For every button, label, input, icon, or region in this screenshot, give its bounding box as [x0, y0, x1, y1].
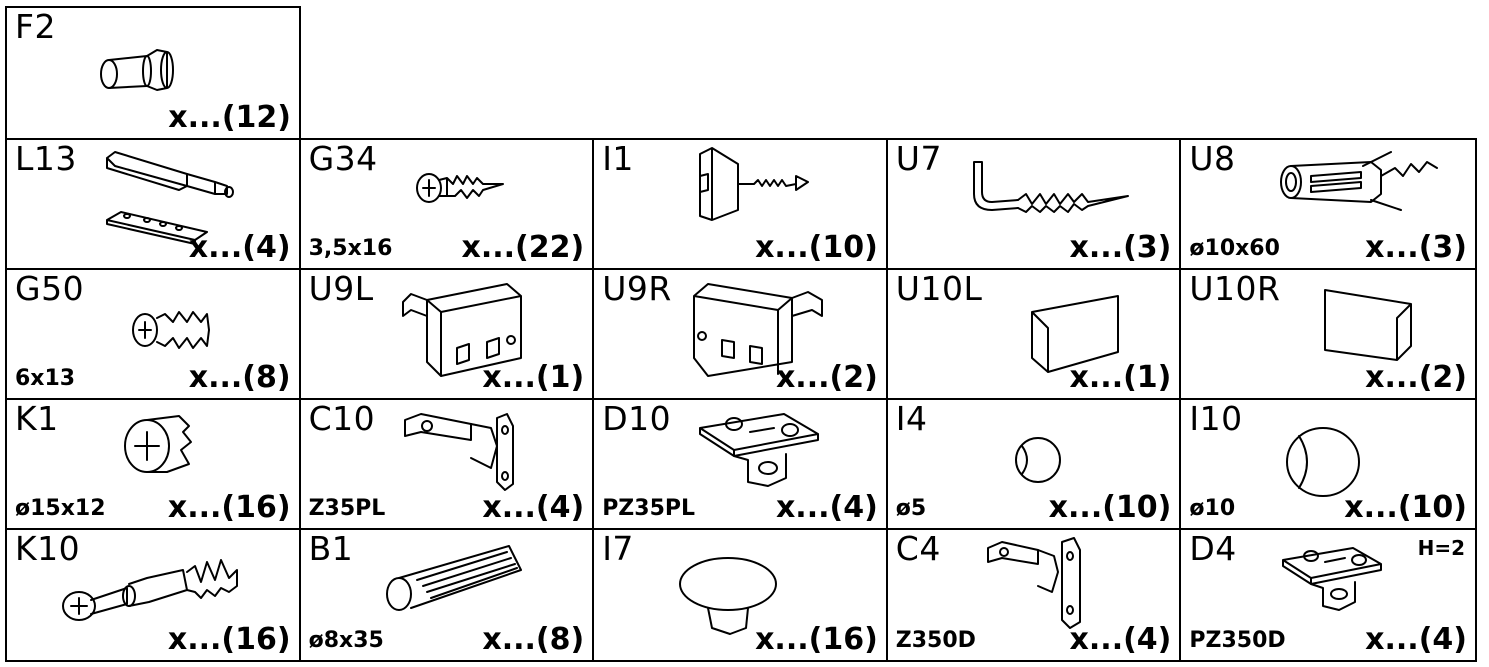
part-cell-i4: I4 ø5 x...(10) [887, 400, 1182, 530]
part-code: I7 [602, 530, 634, 568]
part-spec: 6x13 [15, 366, 76, 391]
part-code: D4 [1189, 530, 1237, 568]
part-code: U9L [308, 270, 374, 308]
part-quantity: x...(8) [482, 622, 585, 657]
part-code: G50 [15, 270, 85, 308]
part-code: I1 [602, 140, 634, 178]
part-cell-i10: I10 ø10 x...(10) [1181, 400, 1475, 530]
cam-bolt-icon [57, 548, 257, 628]
wood-dowel-icon [381, 538, 541, 618]
part-cell-u10l: U10L x...(1) [887, 270, 1182, 400]
connector-bolt-icon [97, 148, 247, 258]
cover-right-icon [1321, 286, 1421, 376]
part-code: C4 [895, 530, 941, 568]
part-cell-i1: I1 x...(10) [594, 140, 888, 270]
part-cell-c10: C10 Z35PL x...(4) [300, 400, 595, 530]
part-code: U9R [602, 270, 672, 308]
hinge-icon [401, 406, 551, 496]
part-cell-d4: D4 H=2 PZ350D x...(4) [1181, 530, 1475, 660]
part-cell-i7: I7 x...(16) [594, 530, 888, 660]
part-spec: PZ35PL [602, 496, 696, 521]
shelf-pin-icon [95, 46, 185, 96]
wall-plug-icon [1271, 146, 1451, 216]
part-quantity: x...(22) [461, 230, 585, 265]
hanger-right-icon [688, 276, 838, 386]
part-code: D10 [602, 400, 672, 438]
wood-screw-icon [411, 158, 511, 208]
part-quantity: x...(12) [168, 100, 291, 135]
part-cell-u10r: U10R x...(2) [1181, 270, 1475, 400]
part-spec: 3,5x16 [308, 236, 393, 261]
part-quantity: x...(4) [1365, 622, 1467, 657]
part-quantity: x...(4) [775, 490, 878, 525]
cover-left-icon [1028, 292, 1128, 382]
part-cell-k10: K10 x...(16) [7, 530, 301, 660]
part-code: L13 [15, 140, 77, 178]
part-quantity: x...(4) [188, 230, 291, 265]
part-code: K1 [15, 400, 59, 438]
large-cap-icon [1277, 422, 1367, 502]
part-cell-u8: U8 ø10x60 x...(3) [1181, 140, 1475, 270]
part-code: U7 [895, 140, 942, 178]
height-note: H=2 [1417, 536, 1465, 560]
part-spec: ø15x12 [15, 496, 106, 521]
part-code: I4 [895, 400, 928, 438]
part-code: F2 [15, 7, 56, 46]
part-cell-b1: B1 ø8x35 x...(8) [301, 530, 595, 660]
part-cell-l13: L13 x...(4) [7, 140, 301, 270]
part-cell-u9l: U9L x...(1) [300, 270, 595, 400]
part-quantity: x...(16) [167, 622, 291, 657]
part-spec: ø8x35 [308, 628, 384, 653]
part-cell-d10: D10 PZ35PL x...(4) [594, 400, 888, 530]
cam-lock-icon [117, 408, 207, 478]
part-quantity: x...(2) [775, 360, 878, 395]
part-cell-c4: C4 Z350D x...(4) [888, 530, 1182, 660]
part-spec: Z35PL [308, 496, 386, 521]
part-spec: PZ350D [1189, 628, 1286, 653]
small-cap-icon [1008, 430, 1068, 490]
part-spec: ø10x60 [1189, 236, 1280, 261]
part-spec: Z350D [895, 628, 976, 653]
part-quantity: x...(10) [1048, 490, 1172, 525]
part-code: I10 [1189, 400, 1243, 438]
part-quantity: x...(16) [167, 490, 291, 525]
part-quantity: x...(1) [1069, 360, 1172, 395]
part-cell-g34: G34 3,5x16 x...(22) [300, 140, 595, 270]
part-spec: ø10 [1189, 496, 1236, 521]
part-quantity: x...(16) [755, 622, 878, 657]
part-quantity: x...(4) [482, 490, 585, 525]
part-code: U10R [1189, 270, 1281, 308]
part-cell-u9r: U9R x...(2) [594, 270, 888, 400]
hook-screw-icon [968, 156, 1148, 216]
part-code: C10 [308, 400, 376, 438]
part-cell-u7: U7 x...(3) [887, 140, 1182, 270]
part-code: B1 [308, 530, 354, 568]
part-code: G34 [308, 140, 378, 178]
part-code: K10 [15, 530, 81, 568]
mounting-plate-icon [1277, 540, 1397, 620]
bracket-screw-icon [694, 146, 824, 226]
part-quantity: x...(3) [1069, 230, 1172, 265]
part-quantity: x...(3) [1365, 230, 1467, 265]
part-cell-k1: K1 ø15x12 x...(16) [7, 400, 301, 530]
hinge-icon [984, 536, 1094, 636]
part-quantity: x...(2) [1365, 360, 1467, 395]
hanger-left-icon [397, 276, 547, 386]
part-code: U8 [1189, 140, 1236, 178]
bumper-icon [674, 552, 784, 652]
parts-grid: L13 x...(4) G34 3,5x16 x...(22) [5, 138, 1477, 662]
part-code: U10L [895, 270, 983, 308]
part-cell-f2: F2 x...(12) [5, 6, 301, 140]
euro-screw-icon [127, 304, 227, 354]
part-cell-g50: G50 6x13 x...(8) [7, 270, 301, 400]
part-quantity: x...(1) [482, 360, 585, 395]
mounting-plate-icon [694, 406, 834, 496]
part-quantity: x...(4) [1069, 622, 1172, 657]
part-quantity: x...(8) [188, 360, 291, 395]
part-quantity: x...(10) [1344, 490, 1467, 525]
part-spec: ø5 [895, 496, 927, 521]
part-quantity: x...(10) [755, 230, 878, 265]
